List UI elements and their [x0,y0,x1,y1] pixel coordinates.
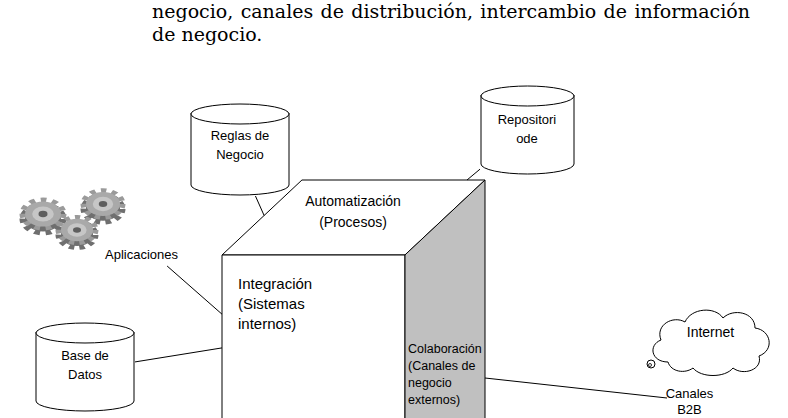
cylinder-top [481,86,574,106]
leader-line [485,378,667,398]
cloud-outline [653,310,769,375]
cylinder-body [481,95,574,174]
node-text: Aplicaciones [105,247,178,263]
gear-symbol [59,217,95,247]
database-cylinder: Base de Datos [35,322,135,412]
cylinder-body [36,332,134,411]
face-outline [405,180,485,418]
cube-side-face: Colaboración (Canales de negocio externo… [405,180,485,418]
cloud-bubble [647,360,655,368]
node-text: Internet [653,323,768,341]
gear-symbol [84,191,122,223]
connector-line [255,196,264,215]
cylinder-top [191,104,289,124]
rules-cylinder: Reglas de Negocio [190,103,290,196]
node-outline [480,85,575,175]
cloud-bubble [649,364,652,367]
node-text: Base de Datos [55,346,115,384]
node-text: Reglas de Negocio [205,126,275,164]
face-outline [222,255,405,418]
internet-cloud: Internet [643,300,778,380]
connector-line [167,266,222,314]
connector-line [467,169,480,180]
channel-label: Canales B2B [662,386,717,418]
gear-symbol [23,200,63,233]
node-text: Repositori ode [494,110,560,148]
connector-line [135,348,222,362]
paragraph-text: negocio, canales de distribución, interc… [152,0,750,46]
node-text: Integración (Sistemas internos) [238,274,328,334]
node-text: Colaboración (Canales de negocio externo… [408,341,486,409]
cylinder-body [191,113,289,195]
cylinder-top [36,323,134,343]
node-text: Automatización (Procesos) [298,191,408,233]
cube-front-face: Integración (Sistemas internos) [222,255,405,418]
applications-icon: Aplicaciones [15,182,180,266]
repository-cylinder: Repositori ode [480,85,575,175]
